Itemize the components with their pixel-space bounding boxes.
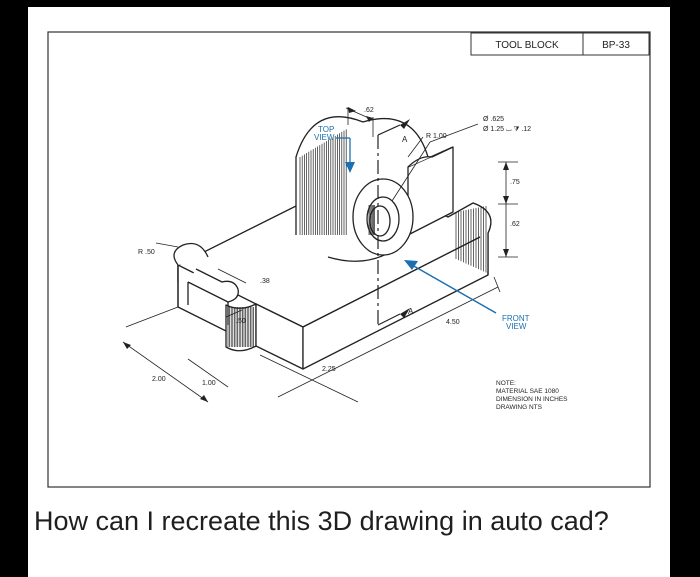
dim-062-top: .62 bbox=[364, 107, 374, 114]
title-block-number: BP-33 bbox=[602, 40, 630, 51]
front-view-label-2: VIEW bbox=[506, 322, 527, 331]
note-line-1: MATERIAL SAE 1080 bbox=[496, 388, 559, 395]
dim-038: .38 bbox=[260, 278, 270, 285]
dim-hole-0625: Ø .625 bbox=[483, 116, 504, 123]
title-block: TOOL BLOCK BP-33 bbox=[470, 32, 650, 56]
dimension-lines bbox=[122, 107, 518, 403]
top-view-label-1: TOP bbox=[318, 125, 334, 134]
left-end-rounded bbox=[173, 242, 209, 266]
top-view-label-2: VIEW bbox=[314, 133, 335, 142]
section-label-bottom: A bbox=[408, 307, 414, 316]
question-text: How can I recreate this 3D drawing in au… bbox=[28, 493, 670, 577]
cutting-plane-line bbox=[377, 124, 401, 326]
dim-050: .50 bbox=[236, 318, 246, 325]
dim-200: 2.00 bbox=[152, 376, 166, 383]
right-slab-top bbox=[407, 146, 454, 168]
left-slot bbox=[187, 268, 239, 303]
drawing-note: NOTE: MATERIAL SAE 1080 DIMENSION IN INC… bbox=[496, 380, 568, 411]
note-heading: NOTE: bbox=[496, 380, 516, 387]
dim-450: 4.50 bbox=[446, 319, 460, 326]
through-hole-inner bbox=[369, 205, 391, 237]
top-view-arrow-icon bbox=[345, 162, 355, 173]
section-arrow-top bbox=[400, 119, 410, 129]
drawing-sheet: TOOL BLOCK BP-33 bbox=[28, 7, 670, 493]
dim-hole-125: Ø 1.25 ⌴ ⧩ .12 bbox=[483, 126, 531, 133]
dim-225: 2.25 bbox=[322, 366, 336, 373]
dim-062-right: .62 bbox=[510, 221, 520, 228]
note-line-3: DRAWING NTS bbox=[496, 404, 543, 411]
dim-075: .75 bbox=[510, 179, 520, 186]
note-line-2: DIMENSION IN INCHES bbox=[496, 396, 568, 403]
shading-hatching bbox=[227, 129, 487, 347]
dim-r050: R .50 bbox=[138, 249, 155, 256]
dim-100: 1.00 bbox=[202, 380, 216, 387]
section-arrow-bottom bbox=[400, 308, 410, 318]
section-label-top: A bbox=[402, 135, 408, 144]
dimension-arrowheads bbox=[123, 107, 509, 402]
tool-block-object bbox=[173, 116, 492, 370]
front-view-callout: FRONT VIEW bbox=[404, 260, 530, 331]
top-view-callout: TOP VIEW bbox=[314, 125, 355, 173]
front-view-arrow-icon bbox=[404, 260, 418, 270]
technical-drawing: TOOL BLOCK BP-33 bbox=[47, 31, 651, 488]
sheet-border bbox=[47, 31, 651, 488]
dim-r100: R 1.00 bbox=[426, 133, 447, 140]
right-end-rounded bbox=[472, 202, 492, 275]
front-view-label-1: FRONT bbox=[502, 314, 530, 323]
title-block-title: TOOL BLOCK bbox=[495, 40, 559, 51]
